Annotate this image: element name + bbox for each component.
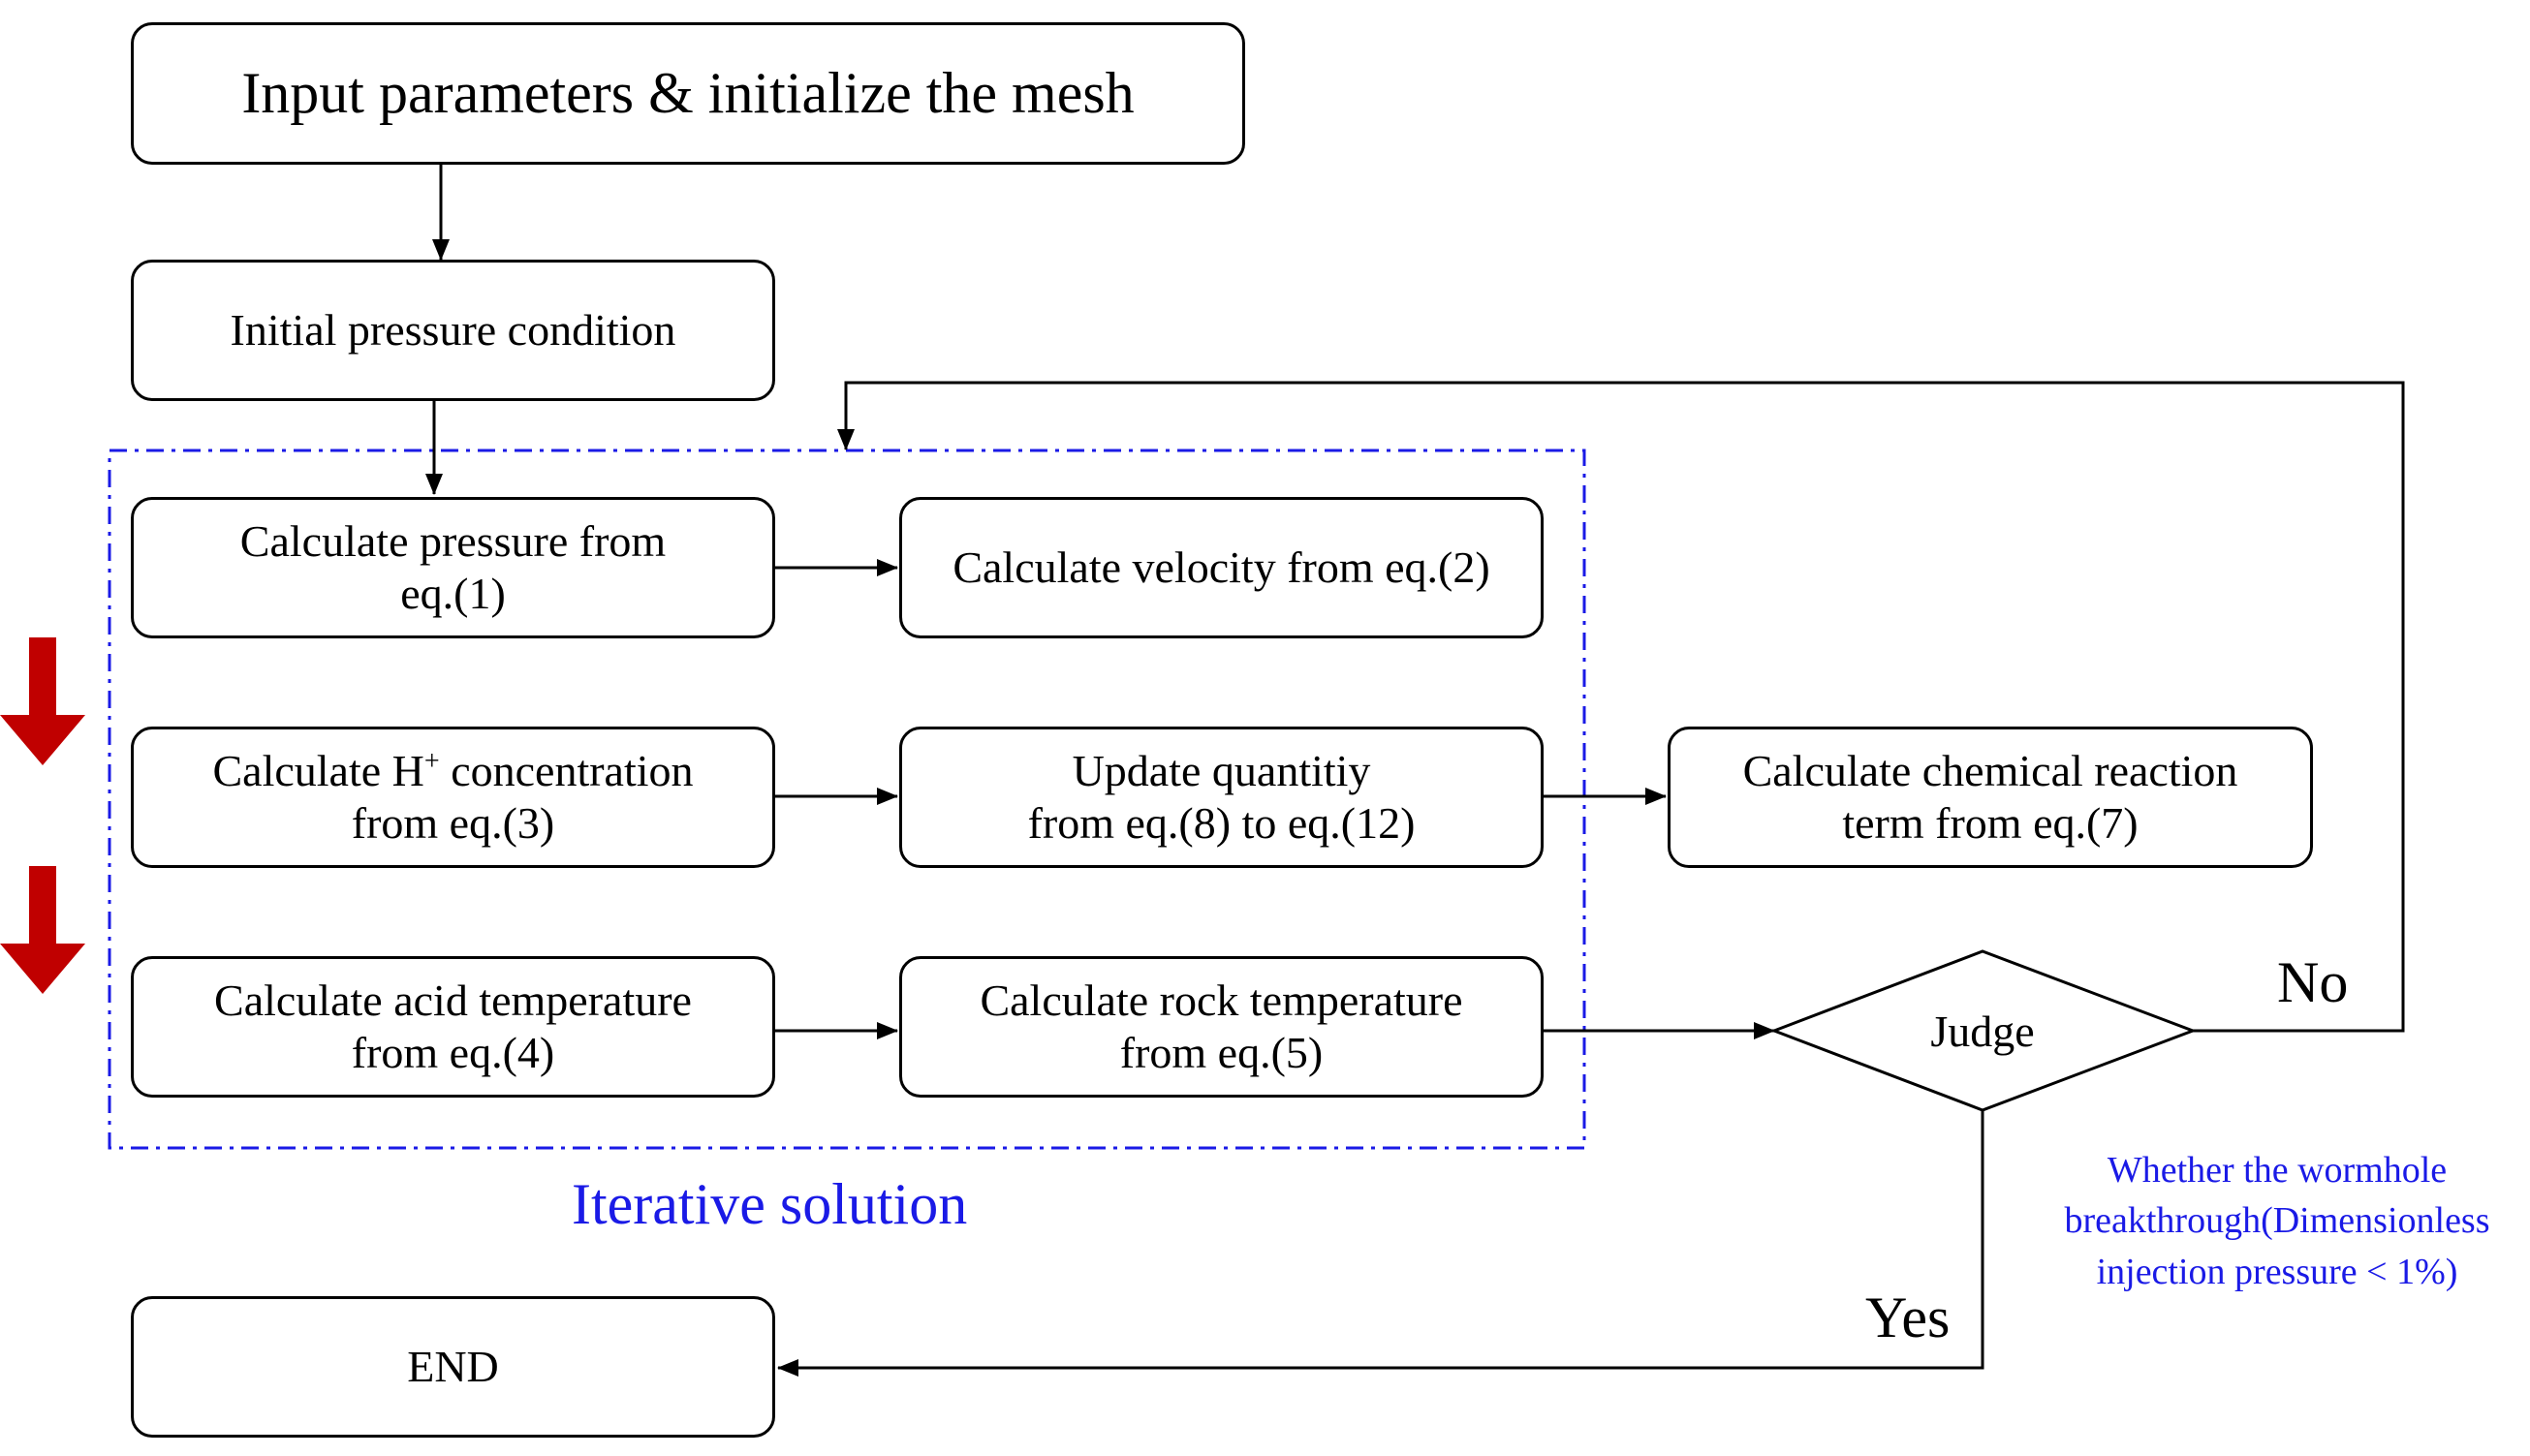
calculate-h-concentration-box: Calculate H+ concentration from eq.(3): [131, 727, 775, 868]
end-box: END: [131, 1296, 775, 1438]
calculate-chemical-reaction-box: Calculate chemical reaction term from eq…: [1668, 727, 2313, 868]
red-arrow-down-icon: [0, 866, 85, 994]
calculate-acid-temperature-box: Calculate acid temperature from eq.(4): [131, 956, 775, 1098]
iterative-group-frame: [108, 449, 1586, 1150]
iterative-solution-label: Iterative solution: [572, 1172, 968, 1236]
calculate-rock-temperature-box: Calculate rock temperature from eq.(5): [899, 956, 1544, 1098]
red-arrow-down-icon: [0, 637, 85, 765]
arrow-no-loop: [837, 381, 2405, 1033]
calculate-velocity-box: Calculate velocity from eq.(2): [899, 497, 1544, 638]
calculate-pressure-box: Calculate pressure from eq.(1): [131, 497, 775, 638]
initial-pressure-box: Initial pressure condition: [131, 260, 775, 401]
input-parameters-box: Input parameters & initialize the mesh: [131, 22, 1245, 165]
no-label: No: [2277, 950, 2349, 1014]
judge-label: Judge: [1930, 1007, 2035, 1056]
yes-label: Yes: [1865, 1286, 1951, 1349]
judge-condition-note: Whether the wormhole breakthrough(Dimens…: [2064, 1150, 2490, 1292]
arrow-yes-to-end: [777, 1110, 1984, 1377]
update-quantity-box: Update quantitiy from eq.(8) to eq.(12): [899, 727, 1544, 868]
